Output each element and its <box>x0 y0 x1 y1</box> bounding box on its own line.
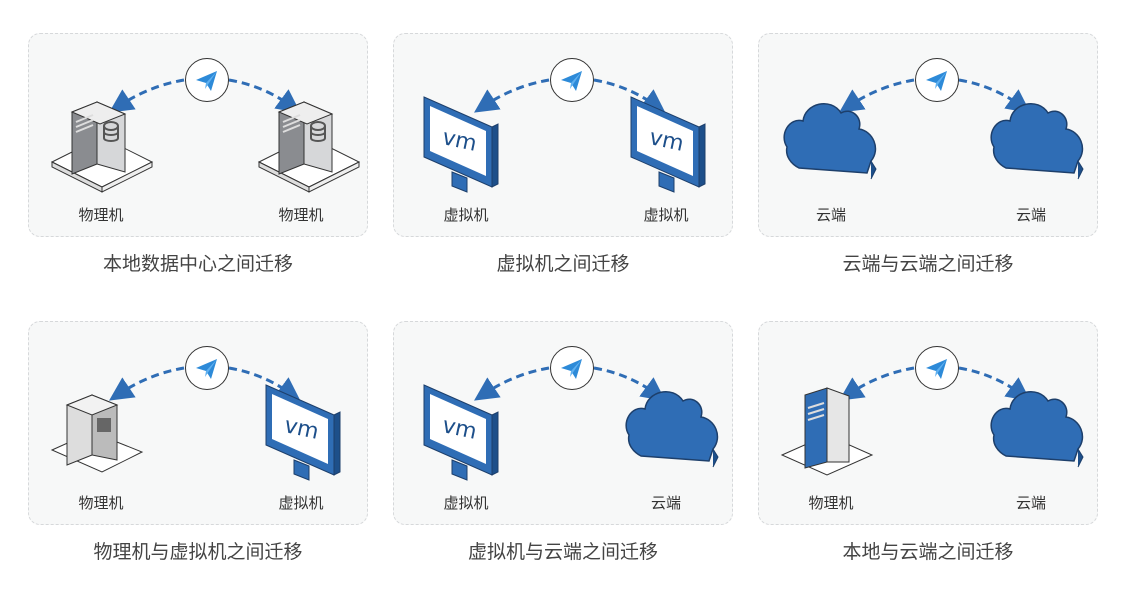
vm-icon: vm <box>254 380 364 484</box>
migration-card: 云端 云端 <box>758 33 1098 237</box>
server3-icon <box>777 380 887 484</box>
right-label: 云端 <box>1015 494 1046 512</box>
cloud-icon <box>619 380 729 484</box>
migration-arrows <box>109 366 301 402</box>
right-label: 虚拟机 <box>643 206 689 224</box>
server-icon <box>47 92 157 196</box>
paper-plane-icon <box>915 346 959 390</box>
cloud-icon <box>984 380 1094 484</box>
panel-2: vm vm 虚拟机 虚拟机 虚拟机之间迁移 <box>393 33 733 276</box>
panel-caption: 物理机与虚拟机之间迁移 <box>93 541 303 563</box>
migration-arrows <box>839 366 1031 402</box>
vm-icon: vm <box>412 92 522 196</box>
left-label: 虚拟机 <box>443 206 489 224</box>
left-label: 物理机 <box>808 494 854 512</box>
panel-4: vm 物理机 虚拟机 物理机与虚拟机之间迁移 <box>28 321 368 564</box>
migration-card: vm vm 虚拟机 虚拟机 <box>393 33 733 237</box>
panel-1: 物理机 物理机 本地数据中心之间迁移 <box>28 33 368 276</box>
paper-plane-icon <box>185 346 229 390</box>
right-label: 云端 <box>1015 206 1046 224</box>
migration-card: 物理机 物理机 <box>28 33 368 237</box>
panel-5: vm 虚拟机 云端 虚拟机与云端之间迁移 <box>393 321 733 564</box>
right-label: 物理机 <box>278 206 324 224</box>
paper-plane-icon <box>185 58 229 102</box>
right-label: 云端 <box>650 494 681 512</box>
migration-arrows <box>109 78 301 114</box>
panel-caption: 本地与云端之间迁移 <box>842 541 1014 563</box>
left-label: 虚拟机 <box>443 494 489 512</box>
migration-card: vm 物理机 虚拟机 <box>28 321 368 525</box>
server2-icon <box>47 380 157 484</box>
cloud-icon <box>777 92 887 196</box>
server-icon <box>254 92 364 196</box>
panel-caption: 虚拟机之间迁移 <box>496 253 630 275</box>
paper-plane-icon <box>550 346 594 390</box>
left-label: 物理机 <box>78 206 124 224</box>
left-label: 云端 <box>815 206 846 224</box>
left-label: 物理机 <box>78 494 124 512</box>
vm-icon: vm <box>619 92 729 196</box>
cloud-icon <box>984 92 1094 196</box>
panel-caption: 云端与云端之间迁移 <box>842 253 1014 275</box>
panel-caption: 本地数据中心之间迁移 <box>102 253 293 275</box>
migration-card: 物理机 云端 <box>758 321 1098 525</box>
paper-plane-icon <box>550 58 594 102</box>
right-label: 虚拟机 <box>278 494 324 512</box>
vm-icon: vm <box>412 380 522 484</box>
migration-arrows <box>474 366 666 402</box>
paper-plane-icon <box>915 58 959 102</box>
migration-arrows <box>474 78 666 114</box>
panel-3: 云端 云端 云端与云端之间迁移 <box>758 33 1098 276</box>
panel-caption: 虚拟机与云端之间迁移 <box>467 541 658 563</box>
panel-6: 物理机 云端 本地与云端之间迁移 <box>758 321 1098 564</box>
migration-arrows <box>839 78 1031 114</box>
migration-card: vm 虚拟机 云端 <box>393 321 733 525</box>
